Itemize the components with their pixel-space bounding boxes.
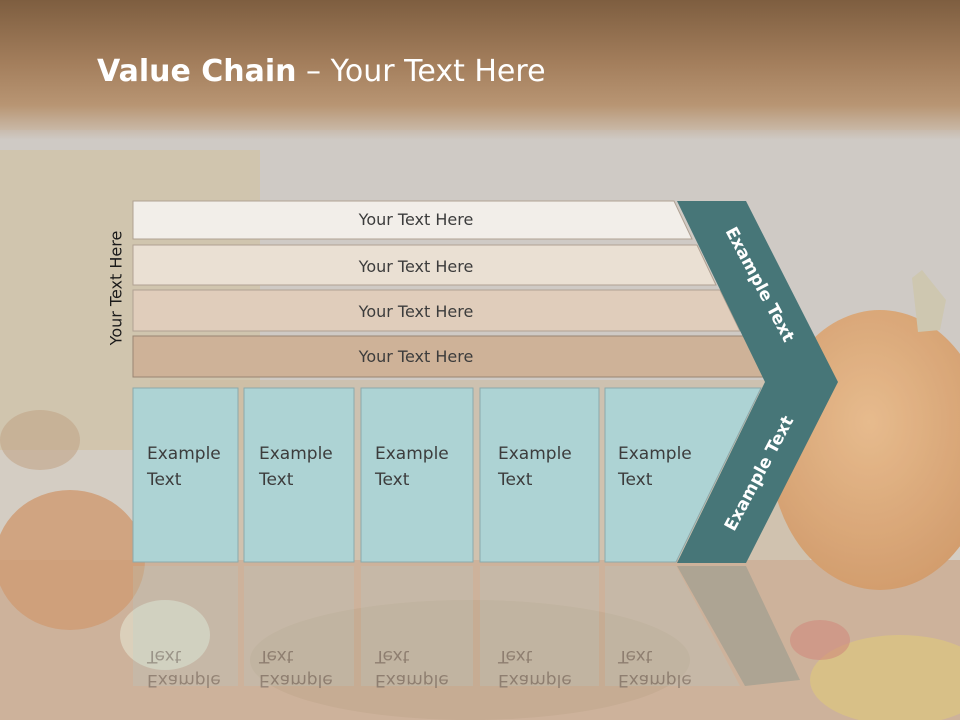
support-activities: Your Text Here Your Text Here Your Text … [132, 200, 765, 378]
reflection-text: Example [375, 670, 449, 690]
support-row: Your Text Here [132, 244, 717, 286]
primary-box: Example Text [132, 387, 239, 563]
reflection-text: Example [259, 670, 333, 690]
primary-activities: Example Text Example Text Example Text E… [132, 387, 762, 563]
reflection: Text Example Text Example Text Example T… [133, 566, 800, 690]
reflection-text: Text [146, 646, 182, 666]
slide-title-bold: Value Chain [97, 54, 297, 89]
primary-box-line2: Text [146, 470, 182, 490]
reflection-text: Text [258, 646, 294, 666]
primary-box-line1: Example [259, 444, 333, 464]
support-row-label: Your Text Here [358, 210, 474, 229]
slide-title: Value Chain – Your Text Here [97, 54, 546, 89]
reflection-text: Example [498, 670, 572, 690]
primary-box-line2: Text [258, 470, 294, 490]
primary-box-line1: Example [147, 444, 221, 464]
primary-box-line1: Example [375, 444, 449, 464]
support-row-label: Your Text Here [358, 302, 474, 321]
primary-box: Example Text [604, 387, 762, 563]
primary-box: Example Text [479, 387, 600, 563]
primary-box-line2: Text [617, 470, 653, 490]
title-bar [0, 0, 960, 140]
primary-box-line2: Text [374, 470, 410, 490]
reflection-text: Text [374, 646, 410, 666]
reflection-text: Text [497, 646, 533, 666]
primary-box: Example Text [360, 387, 474, 563]
support-row-label: Your Text Here [358, 347, 474, 366]
primary-box-line2: Text [497, 470, 533, 490]
reflection-text: Example [618, 670, 692, 690]
reflection-text: Text [617, 646, 653, 666]
support-row: Your Text Here [132, 200, 693, 240]
support-row-label: Your Text Here [358, 257, 474, 276]
frost-overlay [0, 130, 960, 720]
reflection-text: Example [147, 670, 221, 690]
primary-box-line1: Example [618, 444, 692, 464]
side-label: Your Text Here [106, 230, 126, 346]
slide-title-rest: – Your Text Here [296, 54, 546, 89]
primary-box: Example Text [243, 387, 355, 563]
support-row: Your Text Here [132, 335, 765, 378]
support-row: Your Text Here [132, 289, 741, 332]
primary-box-line1: Example [498, 444, 572, 464]
